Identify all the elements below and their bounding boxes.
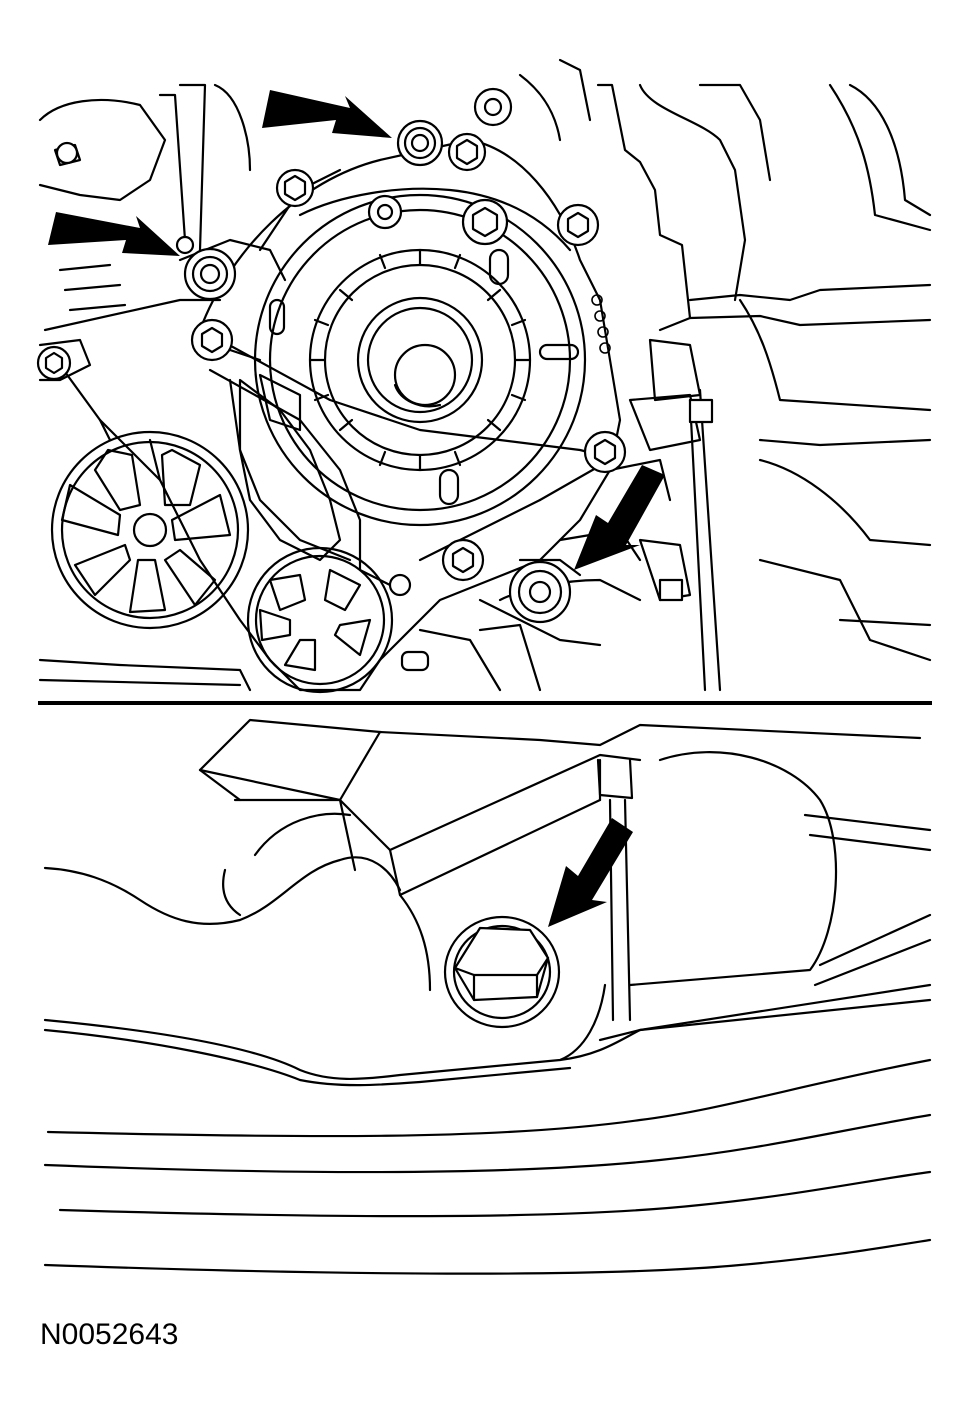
target-bolt-drain-plug — [443, 915, 561, 1029]
pulley-wheel — [50, 430, 250, 630]
bolt-icon — [583, 430, 627, 474]
housing-bolts — [36, 87, 714, 672]
pointer-arrow-icon — [262, 90, 392, 138]
bottom-panel — [43, 718, 932, 1275]
pointer-arrow-icon — [574, 465, 665, 570]
target-bolt-right — [508, 560, 572, 624]
figure-reference-number: N0052643 — [40, 1318, 179, 1351]
bolt-icon — [447, 132, 487, 172]
bolt-icon — [367, 194, 403, 230]
target-bolt-top — [396, 119, 444, 167]
bolt-icon — [461, 198, 509, 246]
bolt-icon — [190, 318, 234, 362]
bolt-icon — [175, 235, 195, 255]
bolt-icon — [275, 168, 315, 208]
pointer-arrow-icon — [548, 818, 633, 927]
target-bolt-left — [183, 247, 237, 301]
pump-spokes — [308, 248, 532, 472]
bolt-icon — [556, 203, 600, 247]
idler-pulley — [246, 546, 394, 694]
bolt-icon — [388, 573, 412, 597]
bolt-icon — [55, 141, 79, 165]
top-panel — [36, 58, 932, 694]
bolt-icon — [441, 538, 485, 582]
bolt-icon — [36, 345, 72, 381]
pointer-arrow-icon — [48, 212, 180, 256]
bolt-icon — [473, 87, 513, 127]
engine-block-outline — [518, 58, 932, 692]
bolt-icon — [400, 650, 430, 672]
bolt-icon — [688, 398, 714, 424]
bolt-icon — [658, 578, 684, 602]
left-side-outline — [38, 83, 252, 692]
